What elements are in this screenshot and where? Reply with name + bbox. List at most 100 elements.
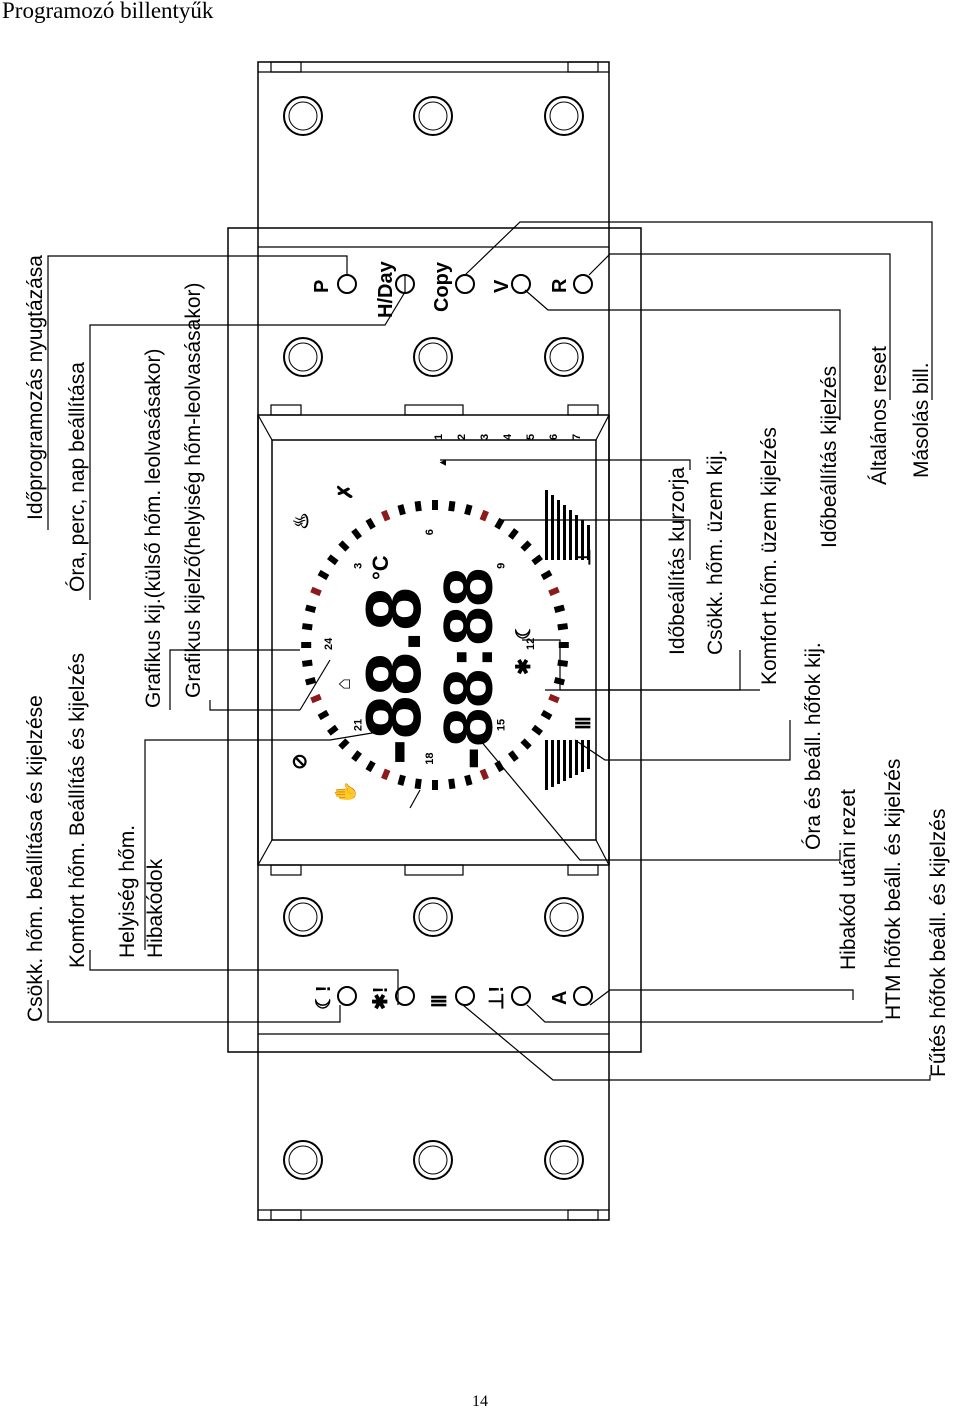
clock-icon: ⊘ xyxy=(289,753,311,770)
label-idobeallitas-kijelzes: Időbeállítás kijelzés xyxy=(818,366,841,548)
label-altalanos-reset: Általános reset xyxy=(868,346,891,485)
bar-segment xyxy=(557,740,560,784)
bargraph-hot-water xyxy=(545,490,590,560)
bargraph-heating xyxy=(545,740,590,790)
dial-segment xyxy=(310,586,322,597)
bar-segment xyxy=(575,740,578,775)
bar-segment xyxy=(587,525,590,560)
label-hibakodok: Hibakódok xyxy=(144,858,167,958)
moon-icon: ☾! xyxy=(313,985,335,1010)
dial-ring xyxy=(301,500,569,790)
dial-segment xyxy=(548,693,560,704)
dial-hour-label: 6 xyxy=(424,529,436,535)
labels-right: Időbeállítás kurzorja Csökk. hőm. üzem k… xyxy=(666,346,950,1077)
key-moon[interactable]: ☾! xyxy=(313,985,357,1010)
page-number: 14 xyxy=(472,1393,488,1410)
key-p[interactable]: P xyxy=(311,274,357,294)
day-number: 3 xyxy=(479,434,491,440)
label-idoprogramozas: Időprogramozás nyugtázása xyxy=(24,255,47,520)
dial-segment xyxy=(432,780,438,790)
dial-segment xyxy=(494,760,505,773)
dial-segment xyxy=(301,642,312,648)
key-hday-label: H/Day xyxy=(375,260,397,318)
day-number: 2 xyxy=(456,434,468,440)
label-hofok-kij: Óra és beáll. hőfok kij. xyxy=(802,642,825,850)
label-csokk-beallitas: Csökk. hőm. beállítása és kijelzése xyxy=(24,695,47,1022)
key-sun[interactable]: ✱! xyxy=(370,986,415,1010)
page-title: Programozó billentyűk xyxy=(2,0,214,23)
key-v-label: V xyxy=(491,279,513,293)
label-komfort-uzem: Komfort hőm. üzem kijelzés xyxy=(758,427,781,685)
label-htm: HTM hőfok beáll. és kijelzés xyxy=(882,759,905,1020)
dial-hour-label: 18 xyxy=(424,753,436,765)
lcd-frame xyxy=(257,414,610,866)
dial-segment xyxy=(310,693,322,704)
label-hibakod-reset: Hibakód utáni rezet xyxy=(837,789,860,970)
dial-segment xyxy=(397,504,406,516)
dial-segment xyxy=(317,709,330,721)
dial-segment xyxy=(558,642,569,648)
dial-segment xyxy=(479,768,489,781)
temperature-digits: -88.8 xyxy=(349,587,437,765)
label-masolas: Másolás bill. xyxy=(910,362,933,478)
dial-segment xyxy=(432,500,438,510)
time-digits: -88:88 xyxy=(429,568,507,770)
key-a[interactable]: A xyxy=(549,986,593,1006)
dial-segment xyxy=(381,509,391,522)
dial-segment xyxy=(557,659,569,667)
key-v[interactable]: V xyxy=(491,274,531,294)
bar-segment xyxy=(545,490,548,560)
day-number: 5 xyxy=(525,434,537,440)
dial-segment xyxy=(494,517,505,530)
dial-segment xyxy=(507,528,519,540)
dial-segment xyxy=(365,760,376,773)
dial-segment xyxy=(531,554,543,566)
dial-segment xyxy=(397,774,406,786)
label-helyiseg-hom: Helyiség hőm. xyxy=(116,825,139,958)
key-tap[interactable]: ⊥! xyxy=(486,986,531,1010)
label-futes: Fűtés hőfok beáll. és kijelzés xyxy=(927,809,950,1077)
radiator-icon: Ⅲ xyxy=(429,994,451,1008)
day-number: 7 xyxy=(571,434,583,440)
dial-segment xyxy=(540,569,553,581)
dial-segment xyxy=(531,724,543,736)
dial-segment xyxy=(351,750,363,762)
key-copy[interactable]: Copy xyxy=(431,261,475,312)
bar-segment xyxy=(569,510,572,560)
hand-icon: ✋ xyxy=(333,780,357,805)
dial-segment xyxy=(304,604,317,613)
dial-segment xyxy=(365,517,376,530)
bar-segment xyxy=(551,740,554,787)
dial-segment xyxy=(464,774,473,786)
key-r[interactable]: R xyxy=(549,274,593,294)
label-grafikus-helyiseg: Grafikus kijelző(helyiség hőm-leolvasása… xyxy=(182,283,205,699)
dial-hour-label: 12 xyxy=(525,638,537,650)
moon-display-icon: ☾ xyxy=(513,622,535,640)
bar-segment xyxy=(551,495,554,560)
sun-icon: ✱! xyxy=(370,987,392,1010)
label-ora-perc: Óra, perc, nap beállítása xyxy=(66,362,89,592)
dial-segment xyxy=(327,724,339,736)
thermometer-house-icon: ⌂ xyxy=(333,678,355,690)
callout-lines xyxy=(47,221,933,1081)
label-idobeallitas-kurzor: Időbeállítás kurzorja xyxy=(666,467,689,655)
dial-segment xyxy=(338,540,350,552)
key-radiator[interactable]: Ⅲ xyxy=(429,986,475,1008)
dial-hour-label: 21 xyxy=(353,719,365,731)
dial-segment xyxy=(548,586,560,597)
bar-segment xyxy=(581,740,584,772)
dial-segment xyxy=(317,569,330,581)
bar-segment xyxy=(563,740,566,781)
dial-hour-label: 15 xyxy=(495,719,507,731)
day-number: 4 xyxy=(502,433,514,440)
dial-segment xyxy=(301,623,313,631)
dial-segment xyxy=(557,623,569,631)
dial-segment xyxy=(507,750,519,762)
dial-segment xyxy=(414,778,422,790)
key-p-label: P xyxy=(311,280,333,293)
dial-segment xyxy=(381,768,391,781)
